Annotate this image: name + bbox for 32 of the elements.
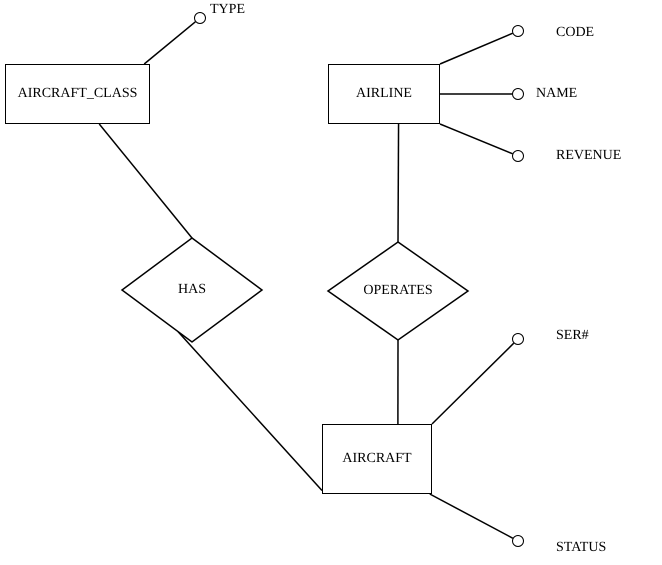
entity-box xyxy=(5,64,150,124)
attribute-name: REVENUE xyxy=(556,148,622,164)
connector-line xyxy=(440,32,513,65)
entity-name: AIRCRAFT xyxy=(342,451,412,467)
attribute-name: CODE xyxy=(556,25,594,41)
attribute-circle xyxy=(512,25,524,37)
connector-line xyxy=(440,93,512,95)
attribute-circle xyxy=(512,88,524,100)
connector-line xyxy=(177,331,323,491)
relationship-name: OPERATES xyxy=(363,283,433,299)
attribute-circle xyxy=(194,12,206,24)
attribute-name: NAME xyxy=(536,86,578,102)
entity-name: AIRCRAFT_CLASS xyxy=(18,86,138,102)
relationship-name: HAS xyxy=(178,282,206,298)
connector-line xyxy=(98,124,193,238)
attribute-circle xyxy=(512,150,524,162)
connector-line xyxy=(440,123,513,154)
connector-line xyxy=(397,340,399,424)
attribute-name: SER# xyxy=(556,328,589,344)
entity-box xyxy=(322,424,432,494)
entity-name: AIRLINE xyxy=(356,86,412,102)
attribute-name: TYPE xyxy=(210,2,245,18)
relationship-diamond xyxy=(122,238,262,342)
entity-box xyxy=(328,64,440,124)
connector-line xyxy=(144,21,196,65)
attribute-circle xyxy=(512,333,524,345)
connector-line xyxy=(431,342,514,425)
attribute-circle xyxy=(512,535,524,547)
connector-line xyxy=(429,493,514,539)
attribute-name: STATUS xyxy=(556,540,606,556)
relationship-diamond xyxy=(328,242,468,340)
connector-line xyxy=(397,124,400,242)
